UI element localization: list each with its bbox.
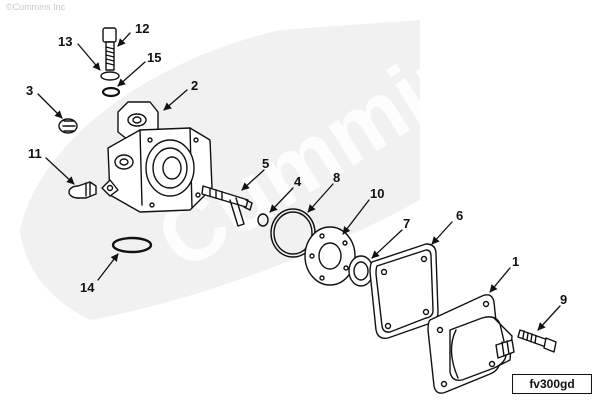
callout-9: 9 — [560, 292, 567, 307]
callout-14: 14 — [80, 280, 95, 295]
part-housing — [101, 101, 213, 213]
callout-15: 15 — [147, 50, 161, 65]
copyright-text: ©Cummins Inc — [6, 2, 66, 12]
part-shaft — [201, 185, 253, 227]
callout-6: 6 — [456, 208, 463, 223]
part-lock-washer — [100, 71, 120, 81]
watermark-logo: Cummins — [20, 0, 532, 320]
drawing-code-label: fv300gd — [512, 374, 592, 394]
callout-labels: 12 13 15 2 3 11 14 5 4 8 10 7 6 1 9 — [26, 21, 567, 307]
callout-1: 1 — [512, 254, 519, 269]
part-gasket — [369, 243, 439, 340]
part-plug-small — [58, 118, 78, 134]
callout-3: 3 — [26, 83, 33, 98]
part-cap-screw — [102, 27, 117, 71]
part-ring — [257, 213, 269, 227]
callout-13: 13 — [58, 34, 72, 49]
leader-lines — [37, 32, 561, 331]
callout-4: 4 — [294, 174, 302, 189]
part-plate — [304, 226, 356, 286]
part-cover — [427, 294, 515, 394]
callout-2: 2 — [191, 78, 198, 93]
callout-11: 11 — [28, 146, 42, 161]
callout-10: 10 — [370, 186, 384, 201]
part-bolt — [517, 329, 557, 353]
callout-5: 5 — [262, 156, 269, 171]
callout-12: 12 — [135, 21, 149, 36]
part-o-ring-small — [101, 86, 121, 98]
callout-7: 7 — [403, 216, 410, 231]
part-plug-hex — [68, 181, 97, 199]
part-seal — [348, 255, 374, 287]
part-o-ring-large — [111, 236, 153, 254]
callout-8: 8 — [333, 170, 340, 185]
